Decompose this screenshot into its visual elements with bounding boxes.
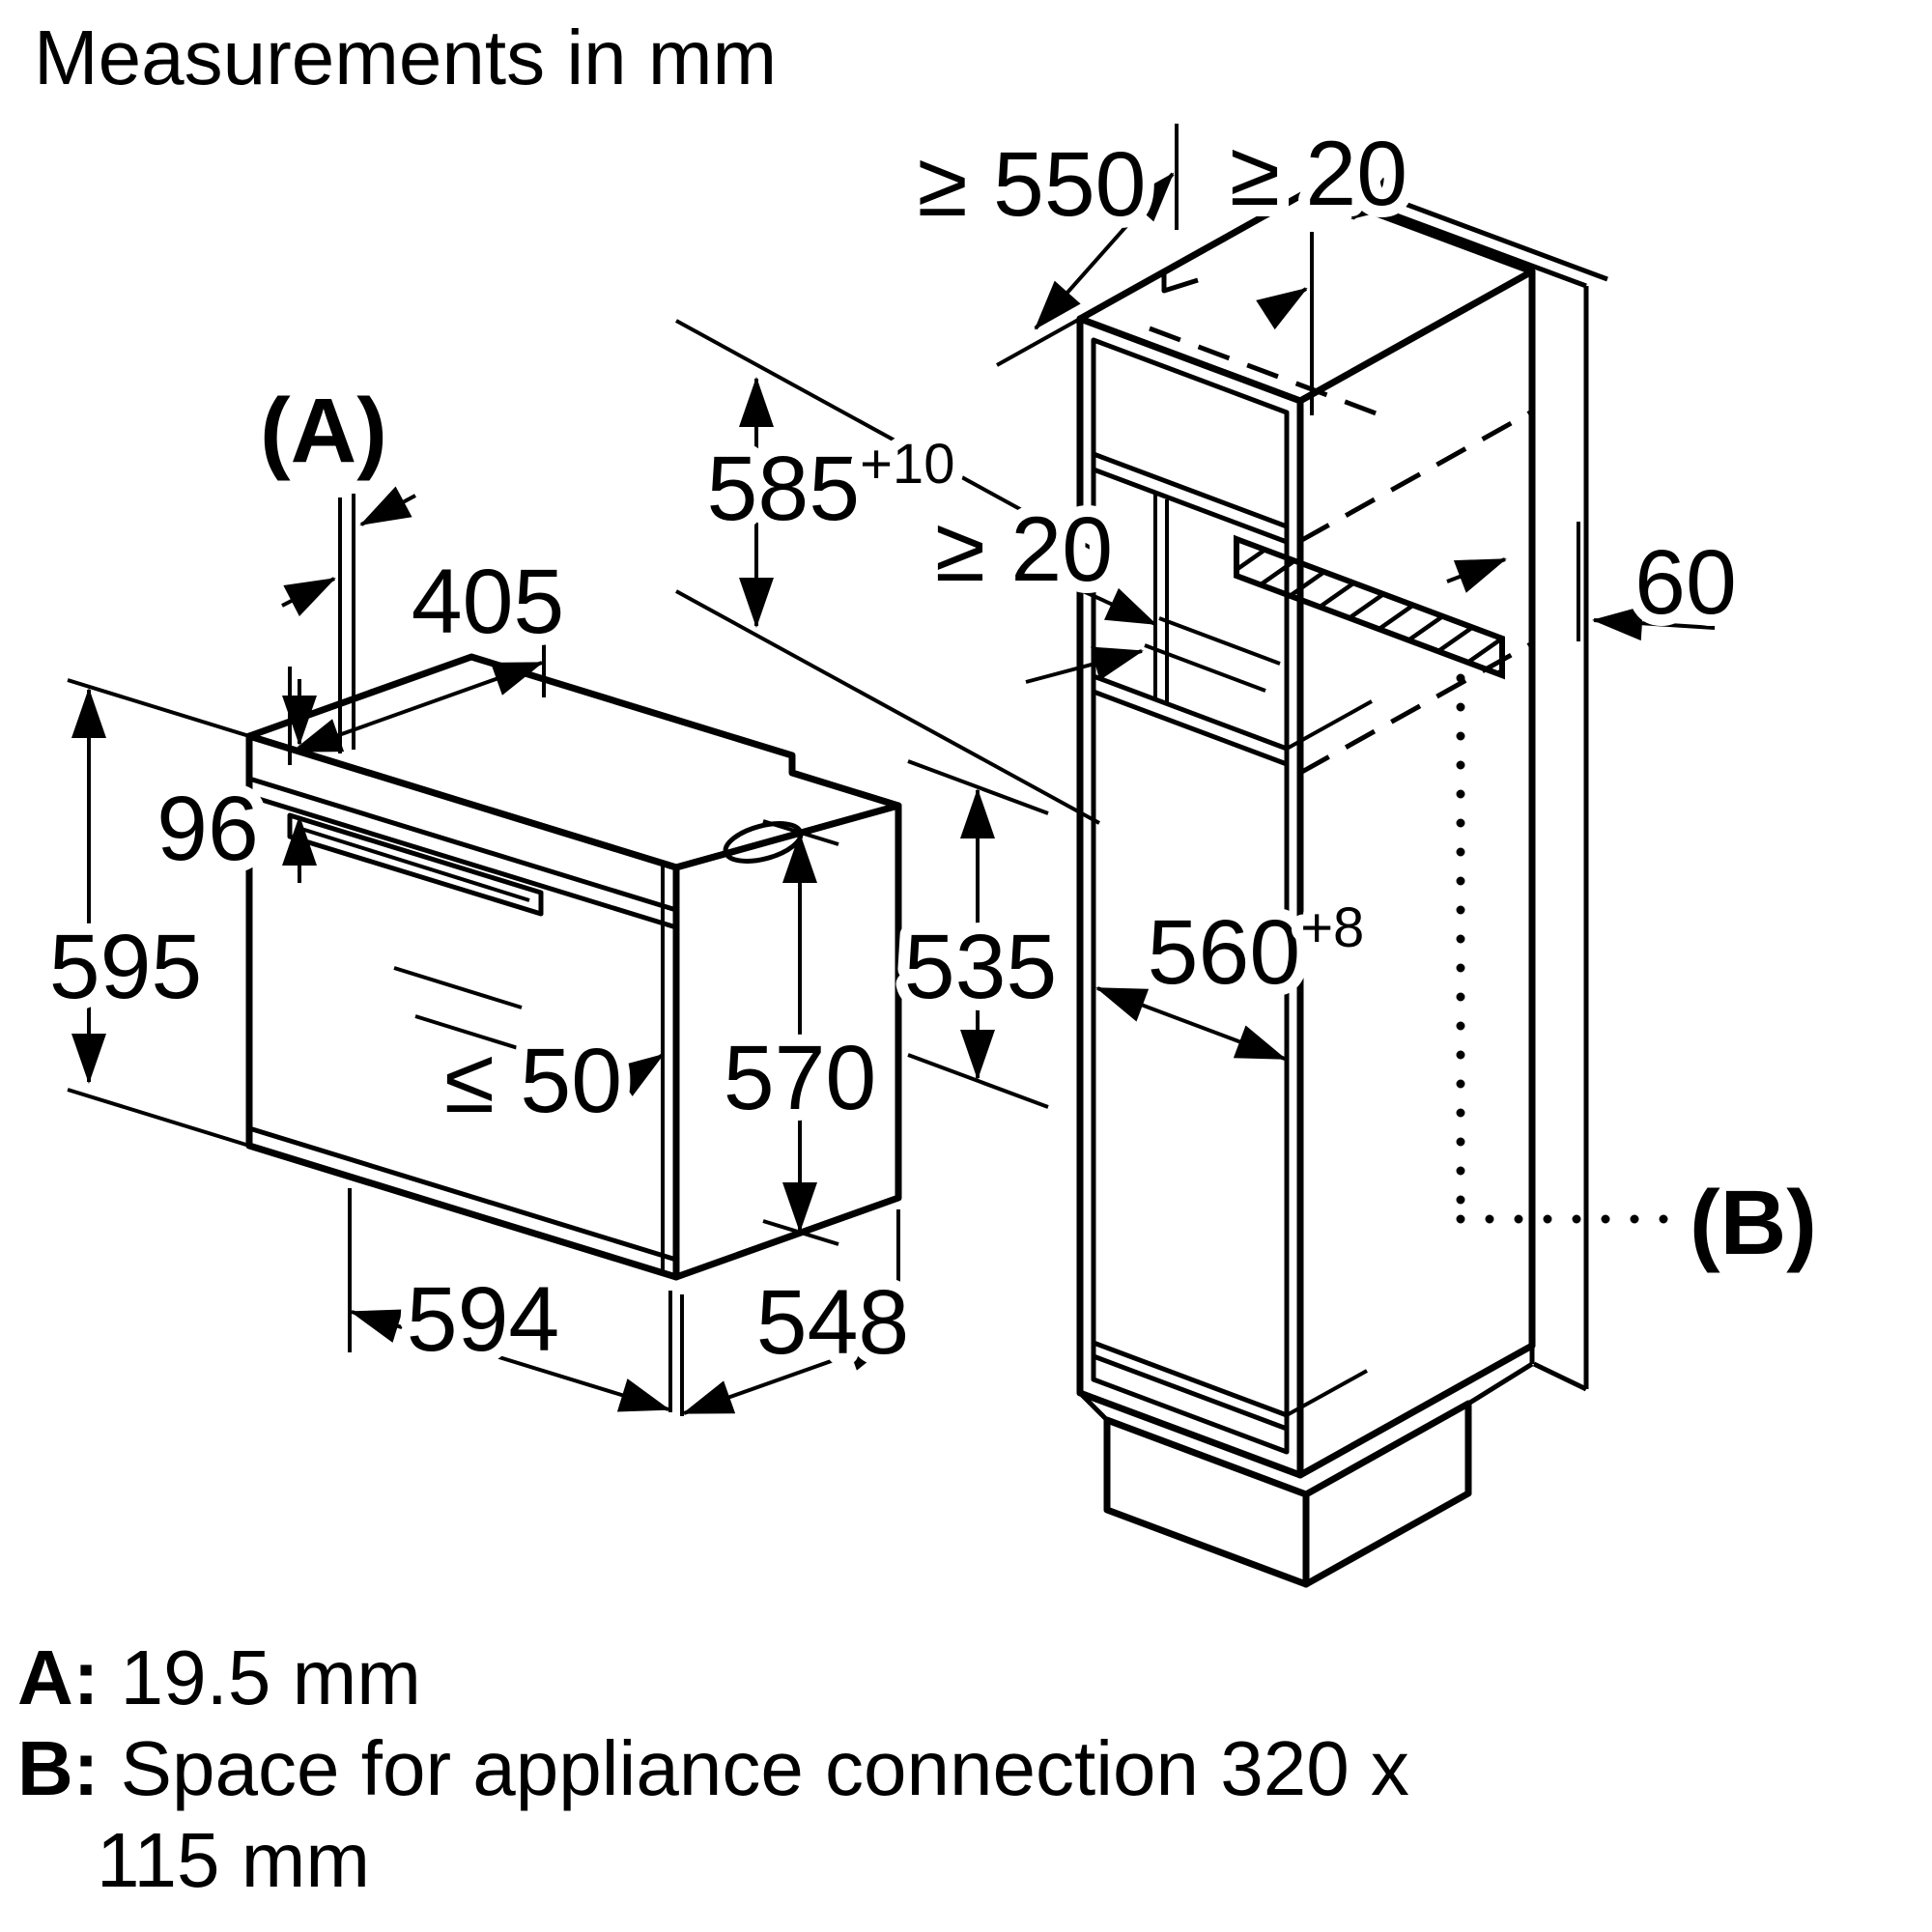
dim-label-rear-gap-mid: ≥ 20 bbox=[935, 498, 1113, 601]
oven-door-top-line bbox=[248, 793, 677, 930]
dim-label-vent: 60 bbox=[1634, 531, 1737, 634]
dim-label-rear-gap-top: ≥ 20 bbox=[1230, 123, 1407, 225]
oven-front-face bbox=[245, 732, 680, 1281]
legend-line-a: A: 19.5 mm bbox=[17, 1633, 1466, 1723]
dimension-rear-gap-top-20: ≥ 20 bbox=[1218, 111, 1419, 415]
dim-label-height: 595 bbox=[49, 916, 203, 1018]
oven-control-panel-line bbox=[248, 776, 677, 913]
legend-key-b: B: bbox=[17, 1725, 99, 1812]
dim-label-width: 594 bbox=[407, 1268, 560, 1371]
dimension-panel-height-96: 96 bbox=[145, 679, 317, 892]
dimension-niche-height-585: 585+10 bbox=[675, 319, 1100, 825]
dim-label-body-height: 570 bbox=[724, 1027, 877, 1129]
dim-label-top-depth: 405 bbox=[412, 551, 565, 653]
legend: A: 19.5 mm B: Space for appliance connec… bbox=[17, 1633, 1466, 1906]
label-a-reference: (A) bbox=[260, 380, 387, 482]
cabinet-plinth-side bbox=[1302, 1400, 1472, 1588]
dim-label-door-clearance: ≤ 50 bbox=[444, 1030, 622, 1132]
dimension-vent-60: 60 bbox=[1446, 520, 1748, 645]
dim-label-niche-height: 585+10 bbox=[707, 433, 955, 540]
label-b-reference: (B) bbox=[1690, 1172, 1817, 1274]
dimension-depth-548: 548 bbox=[682, 1209, 921, 1415]
cabinet-drawing bbox=[1076, 185, 1671, 1588]
cabinet-side-face bbox=[1296, 268, 1536, 1479]
oven-handle-inner-line bbox=[300, 827, 530, 902]
dimension-lower-height-535: 535 bbox=[893, 759, 1068, 1109]
dimension-top-clearance-550: ≥ 550 bbox=[905, 122, 1179, 367]
dim-label-niche-width: 560+8 bbox=[1148, 896, 1365, 1004]
oven-door-bottom-line bbox=[248, 1125, 677, 1263]
legend-text-a: 19.5 mm bbox=[120, 1634, 421, 1720]
dimension-top-depth-405: 405 bbox=[288, 539, 576, 765]
legend-key-a: A: bbox=[17, 1634, 99, 1720]
dimension-rear-gap-mid-20: ≥ 20 bbox=[923, 487, 1281, 693]
dimension-height-595: 595 bbox=[38, 678, 250, 1148]
cabinet-inner-frame bbox=[1091, 337, 1290, 1455]
dimension-niche-width-560: 560+8 bbox=[1095, 885, 1376, 1061]
dim-label-lower-height: 535 bbox=[904, 916, 1058, 1018]
dotted-connection-line-b bbox=[1456, 673, 1671, 1224]
legend-text-b: Space for appliance connection 320 x 115… bbox=[97, 1725, 1409, 1903]
dimension-door-clearance-50: ≤ 50 bbox=[393, 966, 665, 1144]
dimension-body-height-570: 570 bbox=[712, 819, 888, 1246]
vent-cutout-hatch bbox=[1234, 534, 1505, 680]
dim-label-top-clearance: ≥ 550 bbox=[917, 133, 1146, 236]
dimension-a-frame: (A) bbox=[248, 368, 416, 753]
page-title: Measurements in mm bbox=[34, 14, 778, 100]
dimension-width-594: 594 bbox=[348, 1188, 684, 1416]
legend-line-b: B: Space for appliance connection 320 x … bbox=[17, 1723, 1466, 1906]
dim-label-depth: 548 bbox=[756, 1271, 910, 1374]
dim-label-panel-height: 96 bbox=[156, 778, 259, 880]
